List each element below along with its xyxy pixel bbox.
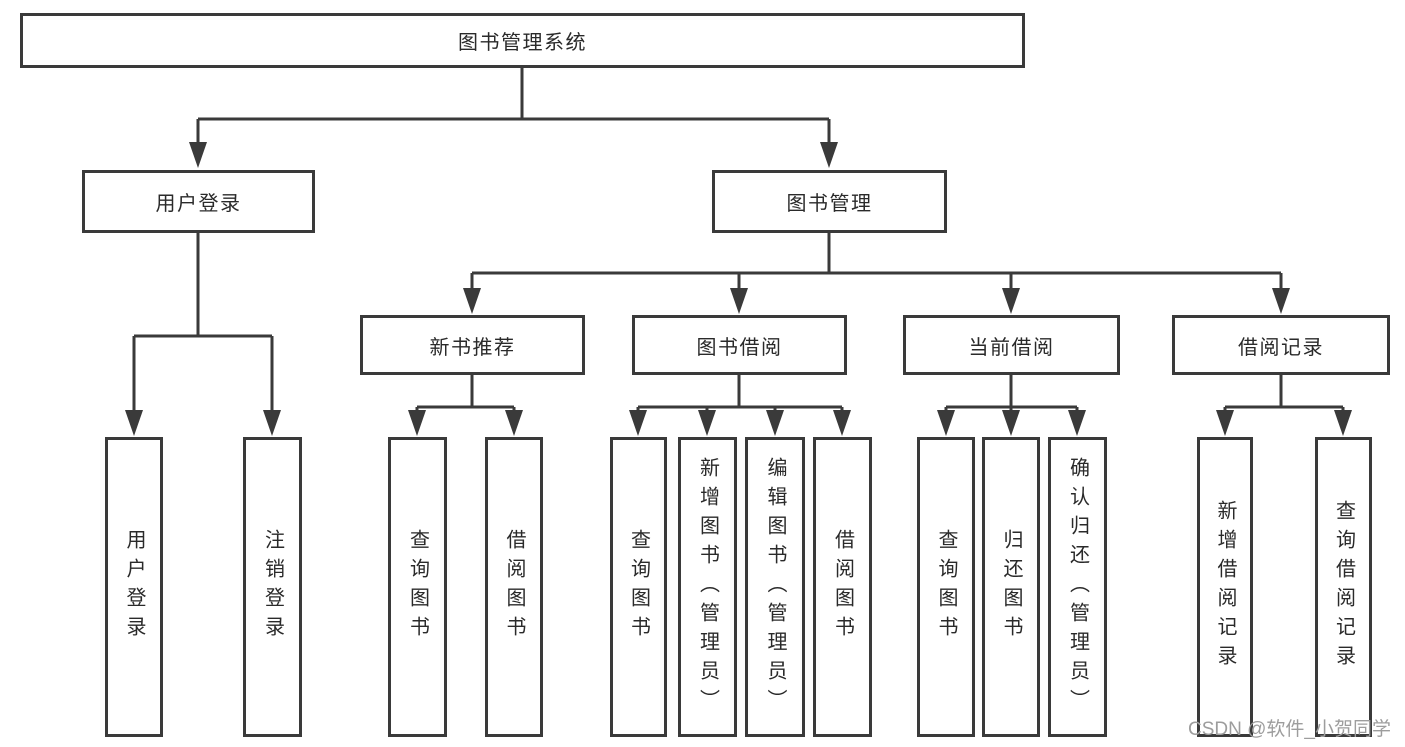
- connector-line: [196, 68, 831, 146]
- node-label: 借阅图书: [831, 529, 854, 645]
- arrowhead-icon: [1068, 410, 1086, 436]
- node-label: 借阅图书: [503, 529, 525, 645]
- node-borrow-query-book: 查询图书: [610, 437, 667, 737]
- arrowhead-icon: [189, 142, 207, 168]
- connector-line: [636, 375, 844, 414]
- node-current-return-book: 归还图书: [982, 437, 1040, 737]
- arrowhead-icon: [629, 410, 647, 436]
- arrowhead-icon: [833, 410, 851, 436]
- node-label: 图书管理: [786, 193, 873, 215]
- node-label: 用户登录: [123, 529, 145, 645]
- arrowhead-icon: [263, 410, 281, 436]
- node-label: 归还图书: [1000, 529, 1022, 645]
- node-label: 当前借阅: [968, 336, 1055, 359]
- node-borrow-edit-book: 编辑图书（管理员）: [745, 437, 805, 737]
- arrowhead-icon: [1216, 410, 1234, 436]
- connector-line: [132, 233, 274, 414]
- node-label: 查询图书: [935, 529, 957, 645]
- connector-line: [944, 375, 1079, 414]
- connector-line: [470, 233, 1283, 292]
- node-book-management: 图书管理: [712, 170, 947, 233]
- node-new-book-recommend: 新书推荐: [360, 315, 585, 375]
- node-label: 注销登录: [261, 529, 284, 645]
- node-current-query-book: 查询图书: [917, 437, 975, 737]
- arrowhead-icon: [766, 410, 784, 436]
- arrowhead-icon: [698, 410, 716, 436]
- node-recommend-query-book: 查询图书: [388, 437, 447, 737]
- node-root: 图书管理系统: [20, 13, 1025, 68]
- node-user-login: 用户登录: [82, 170, 315, 233]
- connector-line: [1223, 375, 1345, 414]
- arrowhead-icon: [1002, 288, 1020, 314]
- node-login-user: 用户登录: [105, 437, 163, 737]
- arrowhead-icon: [125, 410, 143, 436]
- node-label: 用户登录: [155, 193, 242, 215]
- node-label: 新书推荐: [429, 336, 516, 359]
- arrowhead-icon: [1334, 410, 1352, 436]
- arrowhead-icon: [820, 142, 838, 168]
- arrowhead-icon: [1002, 410, 1020, 436]
- node-record-add: 新增借阅记录: [1197, 437, 1253, 737]
- node-label: 图书管理系统: [458, 32, 587, 54]
- watermark: CSDN @软件_小贺同学: [1188, 719, 1391, 740]
- node-label: 查询图书: [406, 529, 429, 645]
- node-recommend-borrow-book: 借阅图书: [485, 437, 543, 737]
- node-login-logout: 注销登录: [243, 437, 302, 737]
- node-label: 确认归还（管理员）: [1066, 456, 1089, 718]
- node-borrow-add-book: 新增图书（管理员）: [678, 437, 737, 737]
- node-label: 查询图书: [627, 529, 650, 645]
- node-label: 新增图书（管理员）: [696, 456, 719, 718]
- arrowhead-icon: [937, 410, 955, 436]
- arrowhead-icon: [408, 410, 426, 436]
- arrowhead-icon: [730, 288, 748, 314]
- arrowhead-icon: [463, 288, 481, 314]
- node-book-borrow: 图书借阅: [632, 315, 847, 375]
- node-label: 新增借阅记录: [1214, 500, 1236, 674]
- node-record-query: 查询借阅记录: [1315, 437, 1372, 737]
- node-label: 图书借阅: [696, 336, 783, 359]
- node-label: 编辑图书（管理员）: [764, 456, 786, 718]
- arrowhead-icon: [1272, 288, 1290, 314]
- node-current-borrow: 当前借阅: [903, 315, 1120, 375]
- node-label: 查询借阅记录: [1332, 500, 1355, 674]
- node-current-confirm-return: 确认归还（管理员）: [1048, 437, 1107, 737]
- node-label: 借阅记录: [1238, 336, 1324, 359]
- connector-line: [415, 375, 516, 414]
- node-borrow-record: 借阅记录: [1172, 315, 1390, 375]
- arrowhead-icon: [505, 410, 523, 436]
- node-borrow-borrow-book: 借阅图书: [813, 437, 872, 737]
